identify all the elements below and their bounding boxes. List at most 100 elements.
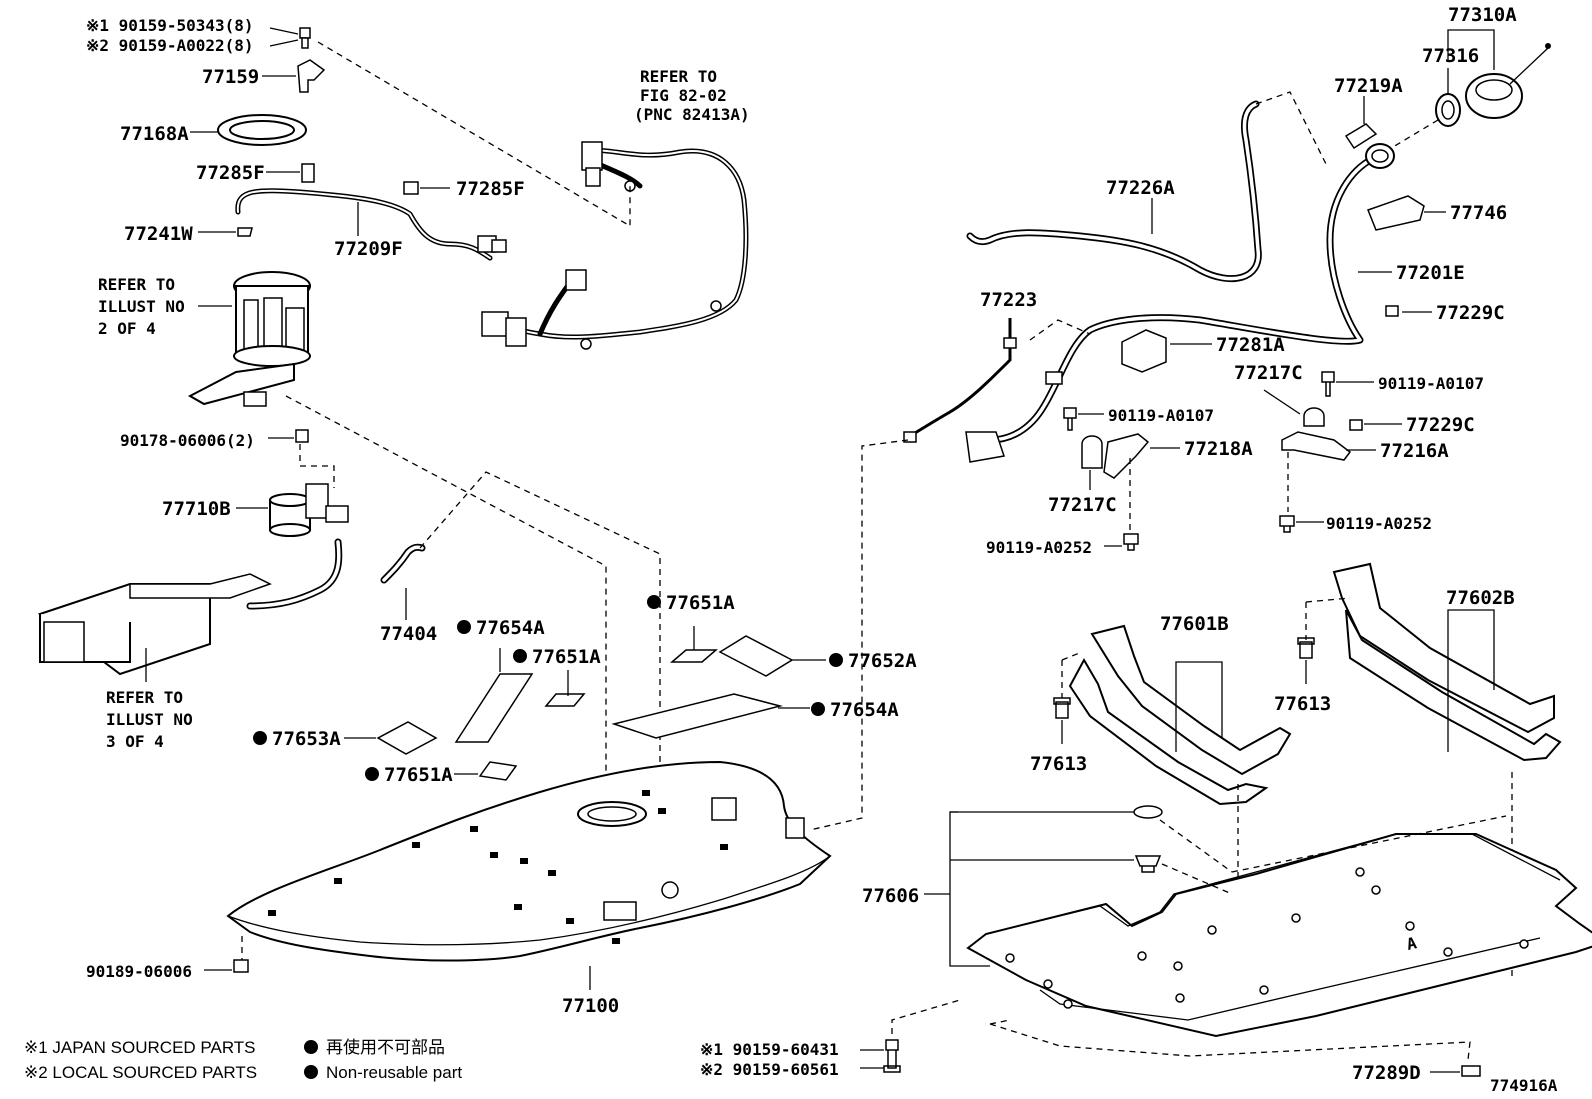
pad-77654a-icon (454, 673, 534, 743)
bolt-77613-left-icon (1053, 697, 1071, 719)
pad-77651a-bottom-icon (478, 761, 518, 781)
nut-90189-icon (233, 959, 249, 973)
fuel-tank-77100-icon (226, 760, 832, 962)
callout-90189-06006: 90189-06006 (86, 962, 192, 981)
note-refer-illust2-line1: REFER TO (98, 275, 175, 294)
note-refer-fig-line3: (PNC 82413A) (634, 105, 750, 124)
pad-77654a-long-icon (611, 693, 783, 739)
callout-77226a: 77226A (1106, 177, 1175, 199)
callout-77218a: 77218A (1184, 438, 1253, 460)
note-refer-illust2-line3: 2 OF 4 (98, 319, 156, 338)
legend-local-sourced: ※2 LOCAL SOURCED PARTS (24, 1063, 257, 1082)
callout-90159-60431: ※1 90159-60431 (700, 1040, 839, 1059)
pad-77651a-icon (544, 693, 586, 707)
fuel-cap-77310a-icon (1465, 43, 1551, 119)
callout-77209f: 77209F (334, 238, 403, 260)
callout-90119-a0107-left: 90119-A0107 (1108, 406, 1214, 425)
bolt-90119-a0252-icon (1279, 515, 1295, 533)
clip-77606-bottom-icon (1134, 855, 1162, 873)
legend: ※1 JAPAN SOURCED PARTS ※2 LOCAL SOURCED … (24, 1037, 1558, 1095)
callout-77316: 77316 (1422, 45, 1479, 67)
callout-77613: 77613 (1274, 693, 1331, 715)
filler-section (809, 29, 1551, 831)
callout-90119-a0252-left: 90119-A0252 (986, 538, 1092, 557)
clamp-77281a-icon (1121, 329, 1167, 373)
shield-77746-icon (1367, 195, 1425, 231)
callout-90159-60561: ※2 90159-60561 (700, 1060, 839, 1079)
callout-90159-50343: ※1 90159-50343(8) (86, 16, 254, 35)
callout-77651a-top: 77651A (666, 592, 735, 614)
callout-77289d: 77289D (1352, 1062, 1421, 1084)
callout-labels: ※1 90159-50343(8) ※2 90159-A0022(8) 7715… (86, 4, 1517, 1084)
bolt-90119-a0252-left-icon (1123, 533, 1139, 551)
bracket-77159-icon (297, 59, 326, 93)
note-refer-illust3-line3: 3 OF 4 (106, 732, 164, 751)
legend-japan-sourced: ※1 JAPAN SOURCED PARTS (24, 1038, 256, 1057)
callout-77168a: 77168A (120, 123, 189, 145)
callout-77217c: 77217C (1234, 362, 1303, 384)
nut-90178-icon (295, 429, 309, 443)
clip-77229c-icon (1385, 305, 1399, 317)
callout-77229c-lower: 77229C (1406, 414, 1475, 436)
strap-77601b-icon (1090, 624, 1292, 776)
callout-77281a: 77281A (1216, 334, 1285, 356)
callout-77651a-bottom: 77651A (384, 764, 453, 786)
callout-90119-a0107: 90119-A0107 (1378, 374, 1484, 393)
under-cover-77606-icon: A (966, 833, 1592, 1038)
clamp-77217c-lower-icon (1081, 435, 1103, 469)
clip-77289d-icon (1461, 1065, 1481, 1077)
bolt-90119-a0107-icon (1321, 371, 1335, 397)
note-refer-fig-line1: REFER TO (640, 67, 717, 86)
gasket-77316-icon (1435, 93, 1461, 127)
wire-harness-icon (483, 147, 749, 340)
callout-90159-a0022: ※2 90159-A0022(8) (86, 36, 254, 55)
callout-90178-06006: 90178-06006(2) (120, 431, 255, 450)
callout-77217c-lower: 77217C (1048, 494, 1117, 516)
tank-marks (268, 790, 728, 944)
callout-77285f-right: 77285F (456, 178, 525, 200)
callout-77602b: 77602B (1446, 587, 1515, 609)
fuel-pump-module-icon (187, 271, 311, 407)
callout-77653a: 77653A (272, 728, 341, 750)
figure-id: 774916A (1490, 1076, 1558, 1095)
clip-77285f-right-icon (403, 181, 419, 195)
callout-77404: 77404 (380, 623, 437, 645)
callout-77219a: 77219A (1334, 75, 1403, 97)
legend-non-reusable-en: Non-reusable part (326, 1063, 462, 1082)
callout-77100: 77100 (562, 995, 619, 1017)
clamp-77217c-icon (1303, 407, 1325, 427)
gasket-77168a-icon (217, 114, 307, 146)
callout-90119-a0252: 90119-A0252 (1326, 514, 1432, 533)
pad-77652a-icon (718, 635, 794, 677)
callout-77241w: 77241W (124, 223, 193, 245)
bracket-77216a-icon (1281, 431, 1352, 461)
svg-text:A: A (1405, 933, 1419, 954)
legend-non-reusable-jp: 再使用不可部品 (326, 1037, 445, 1057)
note-refer-illust2-line2: ILLUST NO (98, 297, 185, 316)
callout-77613-left: 77613 (1030, 753, 1087, 775)
note-refer-illust3-line1: REFER TO (106, 688, 183, 707)
callout-77746: 77746 (1450, 202, 1507, 224)
callout-77159: 77159 (202, 66, 259, 88)
clamp-77219a-icon (1344, 123, 1378, 150)
callout-77216a: 77216A (1380, 440, 1449, 462)
note-refer-illust3-line2: ILLUST NO (106, 710, 193, 729)
callout-77285f: 77285F (196, 162, 265, 184)
callout-77229c: 77229C (1436, 302, 1505, 324)
callout-77201e: 77201E (1396, 262, 1465, 284)
bolt-77613-right-icon (1297, 637, 1315, 659)
callout-77651a: 77651A (532, 646, 601, 668)
cover-marks (1005, 867, 1529, 1009)
callout-77652a: 77652A (848, 650, 917, 672)
pad-77651a-top-icon (669, 649, 719, 663)
callout-77310a: 77310A (1448, 4, 1517, 26)
bolt-90119-a0107-left-icon (1063, 407, 1077, 431)
callout-77601b: 77601B (1160, 613, 1229, 635)
clip-77606-top-icon (1133, 805, 1163, 819)
callout-77710b: 77710B (162, 498, 231, 520)
pad-77653a-icon (376, 721, 438, 755)
callout-77654a: 77654A (476, 617, 545, 639)
sensor-wire-77223-icon (909, 318, 1012, 438)
note-refer-fig-line2: FIG 82-02 (640, 86, 727, 105)
bracket-77218a-icon (1103, 433, 1150, 479)
